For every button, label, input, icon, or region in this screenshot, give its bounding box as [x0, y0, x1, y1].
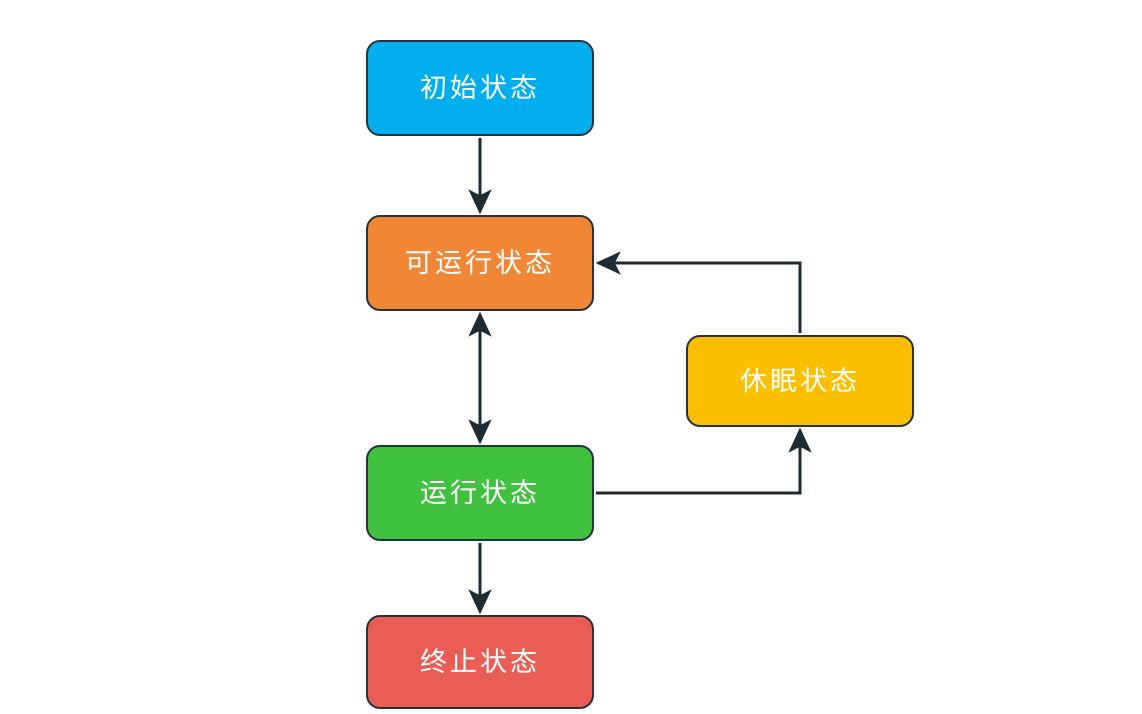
- edge-running-to-dormant: [596, 427, 812, 495]
- node-running-state[interactable]: 运行状态: [366, 445, 594, 541]
- node-runnable-state-label: 可运行状态: [405, 247, 555, 279]
- node-dormant-state-label: 休眠状态: [740, 365, 860, 397]
- node-initial-state-label: 初始状态: [420, 72, 540, 104]
- node-dormant-state[interactable]: 休眠状态: [686, 335, 914, 427]
- node-runnable-state[interactable]: 可运行状态: [366, 215, 594, 311]
- node-terminated-state-label: 终止状态: [420, 646, 540, 678]
- node-terminated-state[interactable]: 终止状态: [366, 615, 594, 709]
- edge-dormant-to-runnable: [595, 251, 802, 333]
- node-running-state-label: 运行状态: [420, 477, 540, 509]
- node-initial-state[interactable]: 初始状态: [366, 40, 594, 136]
